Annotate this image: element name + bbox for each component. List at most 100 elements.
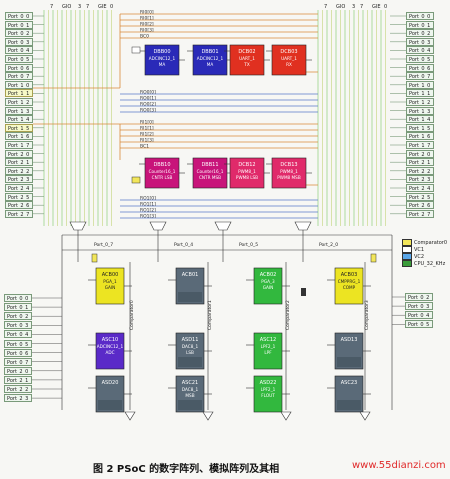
port-pin[interactable]: Port_2_4: [406, 184, 434, 192]
port-pin[interactable]: Port_1_2: [5, 98, 33, 106]
port-pin[interactable]: Port_2_7: [5, 209, 33, 218]
port-pin[interactable]: Port_0_7: [4, 357, 32, 366]
block-function: FLOUT: [261, 393, 275, 398]
port-pin[interactable]: Port_1_0: [406, 80, 434, 89]
port-pin[interactable]: Port_2_3: [5, 175, 33, 184]
column-mux: [294, 221, 312, 231]
port-pin[interactable]: Port_0_4: [5, 46, 33, 55]
port-pin[interactable]: Port_0_2: [405, 293, 433, 301]
port-pin[interactable]: Port_1_4: [406, 115, 434, 124]
port-pin[interactable]: Port_1_0: [5, 80, 33, 89]
block-function: LSB: [186, 350, 194, 355]
comparator-output: [202, 411, 214, 421]
port-pin[interactable]: Port_2_4: [5, 184, 33, 192]
block-module: ADCINC12_1: [149, 56, 176, 61]
port-pin[interactable]: Port_2_0: [4, 366, 32, 375]
port-pin[interactable]: Port_2_3: [4, 394, 32, 403]
port-pin[interactable]: Port_1_3: [406, 106, 434, 115]
port-pin[interactable]: Port_0_4: [4, 330, 32, 339]
block-id: ASD20: [102, 380, 119, 386]
block-id: ASC21: [182, 380, 198, 386]
block-module: PWM8_1: [280, 169, 298, 174]
port-pin[interactable]: Port_1_1: [5, 89, 33, 98]
legend-row: CPU_32_KHz: [402, 260, 447, 267]
port-pin[interactable]: Port_1_6: [406, 132, 434, 141]
port-pin[interactable]: Port_2_6: [5, 201, 33, 210]
block-id: ASD22: [260, 380, 277, 386]
port-pin[interactable]: Port_2_2: [4, 385, 32, 393]
port-pin[interactable]: Port_0_6: [4, 348, 32, 357]
block-body: [144, 44, 180, 76]
port-pin[interactable]: Port_2_2: [406, 166, 434, 175]
block-id: DCB03: [280, 49, 297, 55]
port-pin[interactable]: Port_0_6: [5, 63, 33, 72]
row-bus-label: RO1[0]: [140, 196, 156, 202]
port-pin[interactable]: Port_0_5: [406, 55, 434, 63]
block-shade: [337, 357, 361, 367]
block-shade: [178, 357, 202, 367]
port-pin[interactable]: Port_1_1: [406, 89, 434, 98]
port-pin[interactable]: Port_1_6: [5, 132, 33, 141]
port-pin[interactable]: Port_2_6: [406, 201, 434, 210]
port-pin[interactable]: Port_0_6: [406, 63, 434, 72]
port-pin[interactable]: Port_0_4: [405, 311, 433, 320]
column-mux: [149, 221, 167, 231]
block-function: MA: [159, 62, 166, 67]
block-id: DCB02: [238, 49, 255, 55]
port-pin[interactable]: Port_2_0: [5, 149, 33, 158]
port-pin[interactable]: Port_1_7: [5, 141, 33, 149]
port-pin[interactable]: Port_0_1: [406, 20, 434, 29]
port-pin[interactable]: Port_0_0: [4, 294, 32, 302]
row-bus-label: RO0[1]: [140, 96, 156, 102]
block-function: RX: [286, 62, 292, 67]
block-id: ASD13: [341, 337, 358, 343]
port-pin[interactable]: Port_0_5: [405, 320, 433, 329]
block-id: ACB00: [102, 272, 119, 278]
port-pin[interactable]: Port_2_7: [406, 209, 434, 218]
column-mux: [214, 221, 232, 231]
port-pin[interactable]: Port_0_5: [4, 339, 32, 348]
port-pin[interactable]: Port_1_3: [5, 106, 33, 115]
port-pin[interactable]: Port_0_3: [4, 321, 32, 330]
block-shade: [337, 400, 361, 410]
port-pin[interactable]: Port_0_3: [5, 37, 33, 46]
port-pin[interactable]: Port_1_4: [5, 115, 33, 124]
port-pin[interactable]: Port_0_5: [5, 55, 33, 63]
row-bus-label: RI1[2]: [140, 132, 154, 138]
port-pin[interactable]: Port_0_3: [405, 302, 433, 311]
port-pin[interactable]: Port_2_1: [5, 158, 33, 167]
port-pin[interactable]: Port_0_0: [406, 12, 434, 20]
block-id: ASC23: [341, 380, 357, 386]
port-pin[interactable]: Port_2_5: [5, 192, 33, 201]
port-pin[interactable]: Port_1_5: [5, 123, 33, 132]
bus-header-label: 0: [110, 4, 113, 10]
port-pin[interactable]: Port_2_1: [406, 158, 434, 167]
port-pin[interactable]: Port_0_4: [406, 46, 434, 55]
port-pin[interactable]: Port_0_0: [5, 12, 33, 20]
port-pin[interactable]: Port_1_7: [406, 141, 434, 149]
port-pin[interactable]: Port_2_2: [5, 166, 33, 175]
port-pin[interactable]: Port_0_3: [406, 37, 434, 46]
block-id: ACB02: [260, 272, 277, 278]
port-pin[interactable]: Port_0_2: [4, 312, 32, 321]
block-function: COMP: [343, 285, 356, 290]
port-pin[interactable]: Port_2_1: [4, 375, 32, 384]
port-pin[interactable]: Port_0_1: [5, 20, 33, 29]
block-module: DAC8_1: [182, 387, 199, 392]
block-function: ADC: [105, 350, 114, 355]
port-pin[interactable]: Port_1_2: [406, 98, 434, 106]
port-pin[interactable]: Port_1_5: [406, 123, 434, 132]
port-pin[interactable]: Port_0_2: [406, 29, 434, 38]
port-pin[interactable]: Port_0_2: [5, 29, 33, 38]
port-pin[interactable]: Port_0_7: [406, 72, 434, 81]
row-bus-label: RI1[3]: [140, 138, 154, 144]
port-pin[interactable]: Port_2_0: [406, 149, 434, 158]
port-pin[interactable]: Port_2_5: [406, 192, 434, 201]
row-bus-label: RI0[1]: [140, 16, 154, 22]
port-pin[interactable]: Port_2_3: [406, 175, 434, 184]
port-pin[interactable]: Port_0_7: [5, 72, 33, 81]
block-shade: [98, 400, 122, 410]
port-pin[interactable]: Port_0_1: [4, 303, 32, 312]
